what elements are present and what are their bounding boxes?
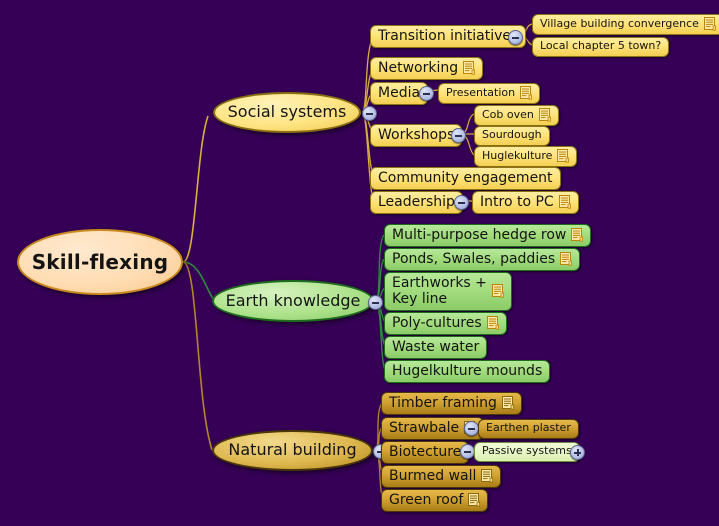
node-label: Hugelkulture mounds bbox=[392, 363, 543, 379]
node-passive-systems[interactable]: Passive systems bbox=[474, 442, 580, 462]
note-icon bbox=[486, 316, 499, 330]
toggle-social-systems[interactable] bbox=[362, 106, 377, 121]
root-node-label: Skill-flexing bbox=[31, 249, 169, 274]
node-label: Strawbale bbox=[389, 420, 460, 436]
node-label: Transition initiatives bbox=[378, 28, 519, 44]
note-icon bbox=[491, 284, 504, 298]
note-icon bbox=[557, 149, 570, 163]
toggle-leadership[interactable] bbox=[454, 195, 469, 210]
note-icon bbox=[703, 17, 716, 31]
node-label: Earthen plaster bbox=[486, 421, 571, 434]
node-label: Village building convergence bbox=[540, 16, 699, 30]
node-networking[interactable]: Networking bbox=[370, 57, 484, 81]
node-timber-framing[interactable]: Timber framing bbox=[381, 392, 522, 416]
branch-label-earth-knowledge: Earth knowledge bbox=[225, 290, 361, 310]
note-icon bbox=[501, 396, 514, 410]
node-earthworks-key-line[interactable]: Earthworks + Key line bbox=[384, 272, 512, 312]
toggle-media[interactable] bbox=[419, 86, 434, 101]
node-workshops[interactable]: Workshops bbox=[370, 124, 463, 148]
node-leadership[interactable]: Leadership bbox=[370, 191, 463, 215]
note-icon bbox=[468, 493, 481, 507]
node-intro-to-pc[interactable]: Intro to PC bbox=[472, 191, 579, 215]
note-icon bbox=[571, 228, 584, 242]
node-poly-cultures[interactable]: Poly-cultures bbox=[384, 312, 507, 336]
node-label: Networking bbox=[378, 60, 459, 76]
node-burmed-wall[interactable]: Burmed wall bbox=[381, 465, 502, 489]
root-node[interactable]: Skill-flexing bbox=[17, 229, 183, 295]
branch-node-social-systems[interactable]: Social systems bbox=[213, 92, 361, 133]
node-hugelkulture-mounds[interactable]: Hugelkulture mounds bbox=[384, 360, 551, 384]
node-village-building-convergence[interactable]: Village building convergence bbox=[532, 14, 719, 35]
node-media[interactable]: Media bbox=[370, 82, 429, 106]
toggle-passive-systems[interactable] bbox=[570, 445, 585, 460]
toggle-transition-initiatives[interactable] bbox=[508, 30, 523, 45]
node-green-roof[interactable]: Green roof bbox=[381, 489, 489, 513]
toggle-biotecture[interactable] bbox=[460, 444, 475, 459]
node-label: Burmed wall bbox=[389, 468, 477, 484]
node-ponds-swales-paddies[interactable]: Ponds, Swales, paddies bbox=[384, 248, 581, 272]
note-icon bbox=[481, 469, 494, 483]
node-label: Passive systems bbox=[482, 444, 572, 457]
note-icon bbox=[558, 195, 571, 209]
node-huglekulture[interactable]: Huglekulture bbox=[474, 146, 578, 167]
node-label: Cob oven bbox=[482, 107, 534, 121]
node-label: Workshops bbox=[378, 127, 455, 143]
note-icon bbox=[538, 108, 551, 122]
node-label: Media bbox=[378, 85, 421, 101]
node-label: Intro to PC bbox=[480, 194, 554, 210]
node-label: Sourdough bbox=[482, 128, 542, 141]
node-label: Poly-cultures bbox=[392, 315, 482, 331]
node-label: Presentation bbox=[446, 85, 516, 99]
node-cob-oven[interactable]: Cob oven bbox=[474, 105, 559, 126]
node-transition-initiatives[interactable]: Transition initiatives bbox=[370, 25, 527, 49]
node-presentation[interactable]: Presentation bbox=[438, 83, 541, 104]
branch-node-natural-building[interactable]: Natural building bbox=[212, 430, 373, 471]
node-community-engagement[interactable]: Community engagement bbox=[370, 167, 561, 191]
node-label: Biotecture bbox=[389, 444, 462, 460]
node-local-chapter-5-town[interactable]: Local chapter 5 town? bbox=[532, 37, 670, 57]
node-earthen-plaster[interactable]: Earthen plaster bbox=[478, 419, 579, 439]
node-label: Waste water bbox=[392, 339, 480, 355]
node-label: Earthworks + Key line bbox=[392, 275, 487, 308]
node-multi-purpose-hedge-row[interactable]: Multi-purpose hedge row bbox=[384, 224, 592, 248]
branch-label-natural-building: Natural building bbox=[228, 440, 357, 460]
branch-node-earth-knowledge[interactable]: Earth knowledge bbox=[212, 280, 374, 322]
node-label: Leadership bbox=[378, 194, 455, 210]
note-icon bbox=[463, 61, 476, 75]
node-waste-water[interactable]: Waste water bbox=[384, 336, 488, 360]
node-label: Community engagement bbox=[378, 170, 553, 186]
node-sourdough[interactable]: Sourdough bbox=[474, 126, 550, 146]
node-label: Green roof bbox=[389, 492, 464, 508]
note-icon bbox=[520, 86, 533, 100]
note-icon bbox=[560, 252, 573, 266]
node-biotecture[interactable]: Biotecture bbox=[381, 441, 470, 465]
node-label: Multi-purpose hedge row bbox=[392, 227, 567, 243]
branch-label-social-systems: Social systems bbox=[227, 102, 347, 122]
node-label: Timber framing bbox=[389, 395, 497, 411]
node-label: Ponds, Swales, paddies bbox=[392, 251, 556, 267]
node-label: Local chapter 5 town? bbox=[540, 39, 662, 52]
node-label: Huglekulture bbox=[482, 148, 553, 162]
toggle-strawbale[interactable] bbox=[464, 421, 479, 436]
toggle-earth-knowledge[interactable] bbox=[368, 295, 383, 310]
toggle-workshops[interactable] bbox=[451, 128, 466, 143]
